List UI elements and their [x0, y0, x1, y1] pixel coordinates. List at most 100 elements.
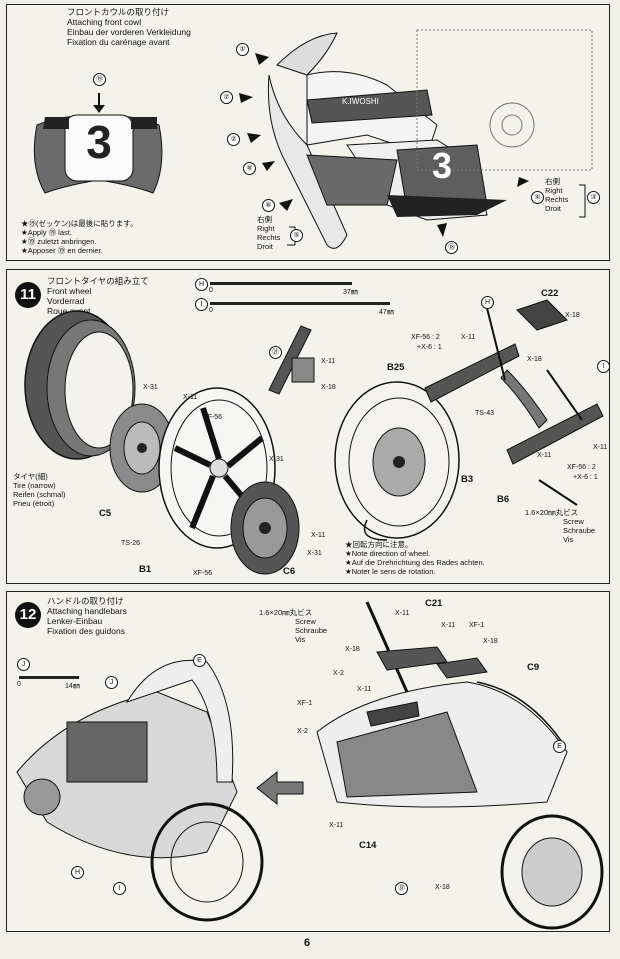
part-12-x11-c: X-11 [357, 686, 372, 693]
label-c5: C5 [99, 508, 112, 519]
part-x31-b: X-31 [269, 456, 284, 463]
callout-e-right: E [553, 740, 566, 753]
callout-5: ⑤ [290, 229, 303, 242]
part-xf56-a: XF-56 [203, 414, 223, 421]
step-12-title-en: Attaching handlebars [47, 606, 127, 616]
step-10-heading: フロントカウルの取り付け Attaching front cowl Einbau… [67, 7, 191, 47]
part-x31-a: X-31 [143, 384, 158, 391]
ruler-i-end: 47㎜ [379, 309, 394, 316]
step-12-illustration [16, 601, 604, 930]
rotation-note-ja: ★回転方向に注意。 [345, 540, 413, 549]
step-11-title-fr: Roue avant [47, 306, 91, 316]
front-cowl [267, 29, 593, 249]
step-10-title-de: Einbau der vorderen Verkleidung [67, 27, 191, 37]
tire-de: Reifen (schmal) [13, 490, 66, 499]
screw-ja-12: 1.6×20㎜丸ビス [259, 608, 313, 617]
side-right-ja: 右側 [545, 177, 560, 186]
callout-h-12: H [71, 866, 84, 879]
note-19-ja: ★⑲(ゼッケン)は最後に貼ります。 [21, 219, 138, 228]
callout-37: ㊲ [395, 882, 408, 895]
label-c14: C14 [359, 840, 377, 851]
step-12-title-de: Lenker-Einbau [47, 616, 103, 626]
side-right-de-2: Rechts [257, 233, 281, 242]
screw-ja: 1.6×20㎜丸ビス [525, 508, 579, 517]
part-12-xf1-a: XF-1 [469, 622, 485, 629]
part-12-xf1-b: XF-1 [297, 700, 313, 707]
brake-disc-right [230, 481, 300, 575]
step-10-title-ja: フロントカウルの取り付け [67, 7, 170, 17]
part-x18-a: X-18 [321, 384, 336, 391]
callout-h: H [481, 296, 494, 309]
step-11-badge: 11 [15, 282, 41, 308]
label-b1: B1 [139, 564, 152, 575]
screw-en: Screw [563, 517, 584, 526]
part-12-x2-b: X-2 [297, 728, 308, 735]
brake-disc-left [109, 403, 175, 493]
step-11-illustration [24, 299, 604, 575]
note-19-de: ★⑲ zuletzt anbringen. [21, 237, 97, 246]
part-x11-a: X-11 [183, 394, 198, 401]
step-10-illustration: K.IWOSHI [33, 29, 593, 249]
part-x11-c: X-11 [321, 358, 336, 365]
part-x18-c: X-18 [527, 356, 542, 363]
assembled-front-wheel [334, 381, 460, 539]
front-tire [24, 310, 136, 460]
tire-en: Tire (narrow) [13, 481, 56, 490]
label-b3: B3 [461, 474, 474, 485]
part-x11-b: X-11 [311, 532, 326, 539]
screw-fr: Vis [563, 535, 574, 544]
part-x31-c: X-31 [307, 550, 322, 557]
part-x18-b: X-18 [565, 312, 580, 319]
callout-7: ⑦ [220, 91, 233, 104]
part-12-x2-a: X-2 [333, 670, 344, 677]
callout-18: ⑱ [445, 241, 458, 254]
step-11-heading: フロントタイヤの組み立て Front wheel Vorderrad Roue … [47, 276, 149, 316]
note-19-fr: ★Apposer ⑲ en dernier. [21, 246, 103, 255]
ruler-i-bar [210, 302, 390, 305]
screw-de-12: Schraube [295, 626, 328, 635]
part-xf56-x6-a-1: XF-56 : 2 [411, 334, 440, 341]
ruler-j-label: J [17, 658, 30, 671]
part-12-x18-b: X-18 [483, 638, 498, 645]
part-xf56-x6-b-1: XF-56 : 2 [567, 464, 596, 471]
ruler-h-end: 37㎜ [343, 289, 358, 296]
ruler-j-start: 0 [17, 681, 21, 688]
rotation-note-de: ★Auf die Drehrichtung des Rades achten. [345, 558, 485, 567]
label-b6: B6 [497, 494, 510, 505]
ruler-i-label: I [195, 298, 208, 311]
callout-i-12: I [113, 882, 126, 895]
part-12-x18-c: X-18 [435, 884, 450, 891]
part-12-x11-d: X-11 [329, 822, 344, 829]
callout-3: ③ [587, 191, 600, 204]
fork-legs [424, 299, 604, 506]
ruler-j-bar [19, 676, 79, 679]
motorcycle-left [16, 659, 264, 922]
tire-fr: Pneu (étroit) [13, 499, 55, 508]
part-12-x18-a: X-18 [345, 646, 360, 653]
callout-e-left: E [193, 654, 206, 667]
side-right-fr: Droit [545, 204, 561, 213]
tire-ja: タイヤ(細) [13, 472, 48, 481]
ruler-h-start: 0 [209, 287, 213, 294]
callout-6: ⑥ [262, 199, 275, 212]
part-xf56-x6-b-2: +X-6 : 1 [573, 474, 598, 481]
callout-i: I [597, 360, 610, 373]
fork-subassembly [268, 325, 315, 395]
side-right-en-2: Right [257, 224, 275, 233]
step-11-title-ja: フロントタイヤの組み立て [47, 276, 149, 286]
step-12-heading: ハンドルの取り付け Attaching handlebars Lenker-Ei… [47, 596, 127, 636]
callout-8: ⑧ [243, 162, 256, 175]
screw-en-12: Screw [295, 617, 316, 626]
page-number: 6 [304, 937, 311, 949]
part-12-x11-b: X-11 [441, 622, 456, 629]
callout-4: ④ [531, 191, 544, 204]
number-plate-sticker [33, 114, 163, 194]
part-12-x11-a: X-11 [395, 610, 410, 617]
ruler-h-bar [210, 282, 352, 285]
step-10-panel: フロントカウルの取り付け Attaching front cowl Einbau… [6, 4, 610, 261]
callout-19: ⑲ [93, 73, 106, 86]
step-10-title-en: Attaching front cowl [67, 17, 142, 27]
callout-j: J [105, 676, 118, 689]
note-19-en: ★Apply ⑲ last. [21, 228, 72, 237]
part-ts43: TS-43 [475, 410, 495, 417]
